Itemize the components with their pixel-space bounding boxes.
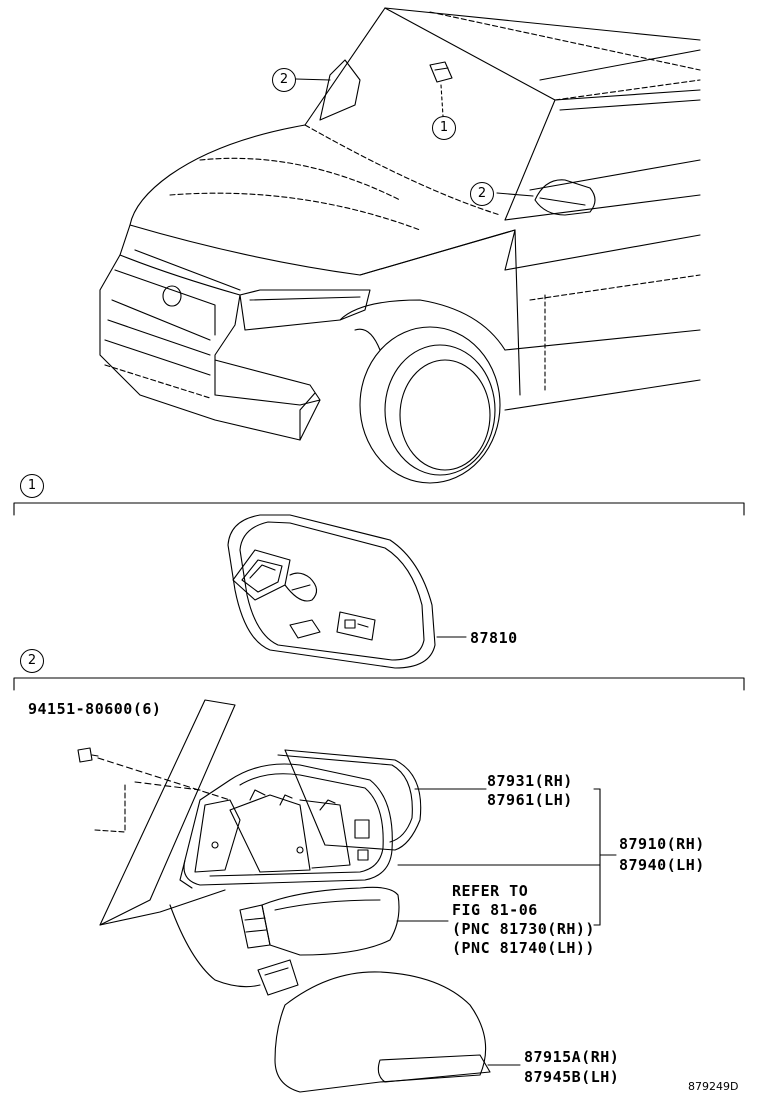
section-2-divider: [13, 677, 745, 691]
part-mirror-sub-assy-rh-label: 87910(RH): [619, 835, 705, 853]
outer-mirror-drawing: [77, 699, 617, 1093]
part-mirror-sub-assy-lh-label: 87940(LH): [619, 856, 705, 874]
refer-pnc-lh: (PNC 81740(LH)): [452, 939, 595, 957]
part-cover-lh-label: 87945B(LH): [524, 1068, 620, 1086]
callout-outer-mirror-right: 2: [470, 182, 494, 206]
callout-outer-mirror-left: 2: [272, 68, 296, 92]
part-inner-mirror-label: 87810: [470, 629, 518, 647]
car-illustration: [99, 7, 701, 484]
part-screw-label: 94151-80600(6): [28, 700, 162, 718]
refer-to-line1: REFER TO: [452, 882, 529, 900]
callout-inner-mirror: 1: [432, 116, 456, 140]
inner-mirror-drawing: [227, 514, 467, 669]
refer-pnc-rh: (PNC 81730(RH)): [452, 920, 595, 938]
refer-to-line2: FIG 81-06: [452, 901, 538, 919]
section-marker-2: 2: [20, 649, 44, 673]
part-outer-mirror-lh-label: 87961(LH): [487, 791, 573, 809]
part-cover-rh-label: 87915A(RH): [524, 1048, 620, 1066]
section-marker-1: 1: [20, 474, 44, 498]
figure-code: 879249D: [688, 1080, 739, 1093]
section-1-divider: [13, 502, 745, 516]
part-outer-mirror-rh-label: 87931(RH): [487, 772, 573, 790]
